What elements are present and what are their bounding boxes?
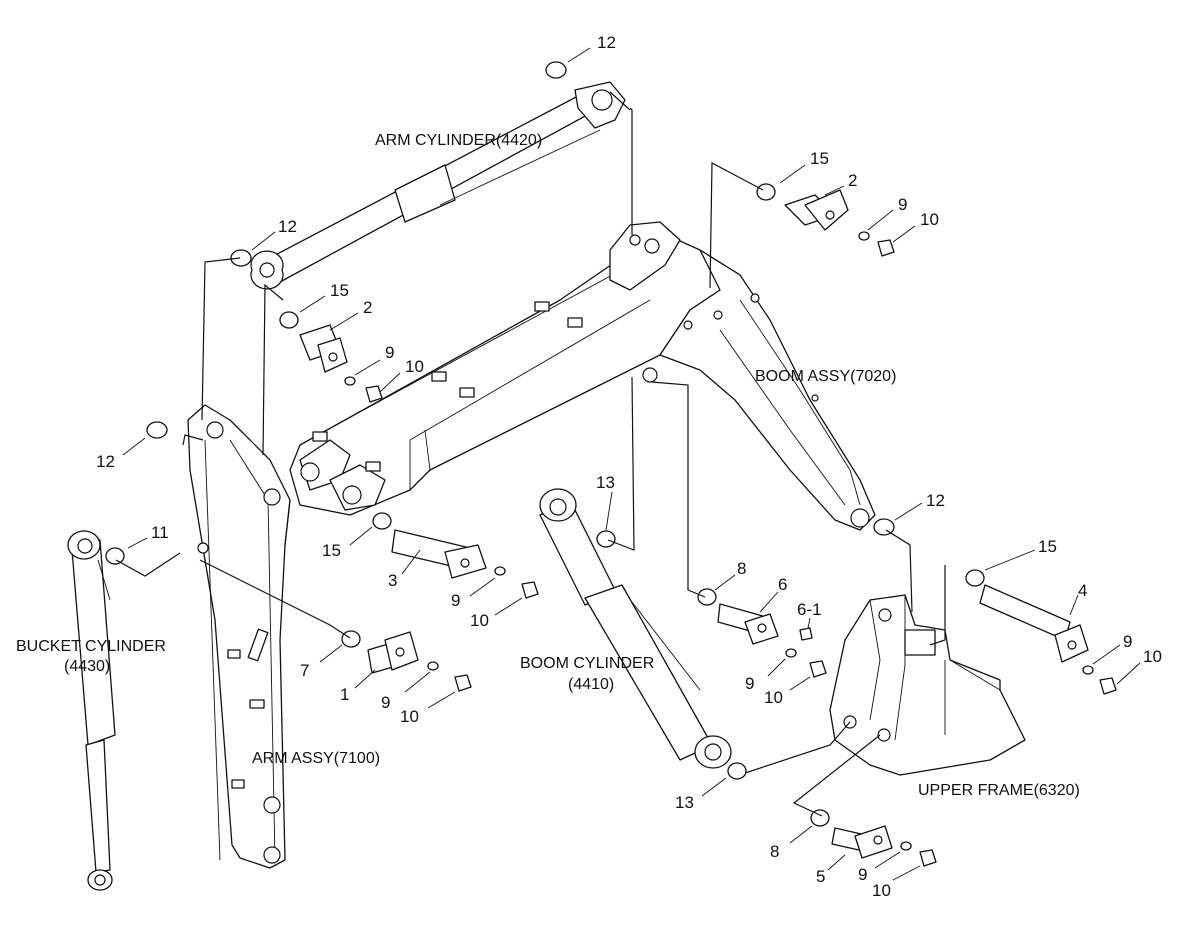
arm-cylinder-label: ARM CYLINDER(4420): [375, 132, 542, 149]
boom-assy-label: BOOM ASSY(7020): [755, 368, 896, 385]
bucket-cylinder-drawing: [67, 530, 116, 891]
callout-15-mid: 15: [330, 281, 349, 300]
callout-13-top: 13: [596, 473, 615, 492]
callout-10-bottom: 10: [872, 881, 891, 900]
callout-9-bottom: 9: [858, 865, 867, 884]
callout-4: 4: [1078, 581, 1087, 600]
boom-assy-drawing: [289, 221, 876, 531]
callout-10-pin6: 10: [764, 688, 783, 707]
callout-12-arm-cylinder: 12: [278, 217, 297, 236]
arm-assy-drawing: [187, 404, 291, 869]
arm-cylinder-drawing: [250, 81, 626, 290]
callout-6-1: 6-1: [797, 600, 822, 619]
callout-8-bottom: 8: [770, 842, 779, 861]
callout-7: 7: [300, 661, 309, 680]
callout-10-lower: 10: [470, 611, 489, 630]
callout-5: 5: [816, 867, 825, 886]
callout-3: 3: [388, 571, 397, 590]
boom-cylinder-label-line2: (4410): [568, 676, 614, 693]
callout-15-right: 15: [1038, 537, 1057, 556]
callout-2-top: 2: [848, 171, 857, 190]
upper-frame-label: UPPER FRAME(6320): [918, 782, 1080, 799]
callout-10-mid: 10: [405, 357, 424, 376]
callout-9-top: 9: [898, 195, 907, 214]
arm-assy-label: ARM ASSY(7100): [252, 750, 380, 767]
callout-2-mid: 2: [363, 298, 372, 317]
callout-1: 1: [340, 685, 349, 704]
connector-lines: [115, 47, 1141, 881]
upper-frame-drawing: [829, 594, 1026, 776]
callout-9-mid: 9: [385, 343, 394, 362]
callout-15-lower: 15: [322, 541, 341, 560]
pins-and-hardware: [105, 61, 1117, 867]
boom-cylinder-drawing: [539, 488, 732, 769]
callout-13-bottom: 13: [675, 793, 694, 812]
callout-9-lower: 9: [451, 591, 460, 610]
callout-9-pin6: 9: [745, 674, 754, 693]
callout-12-top: 12: [597, 33, 616, 52]
callout-15-top: 15: [810, 149, 829, 168]
bucket-cylinder-label-line1: BUCKET CYLINDER: [16, 638, 166, 655]
boom-cylinder-label-line1: BOOM CYLINDER: [520, 655, 654, 672]
callout-10-right: 10: [1143, 647, 1162, 666]
bucket-cylinder-label-line2: (4430): [64, 658, 110, 675]
callout-9-pin1: 9: [381, 693, 390, 712]
callout-12-right: 12: [926, 491, 945, 510]
callout-10-pin1: 10: [400, 707, 419, 726]
callout-11: 11: [151, 523, 169, 542]
callout-10-top: 10: [920, 210, 939, 229]
callout-8-top: 8: [737, 559, 746, 578]
callout-6: 6: [778, 575, 787, 594]
callout-9-right: 9: [1123, 632, 1132, 651]
callout-12-left: 12: [96, 452, 115, 471]
